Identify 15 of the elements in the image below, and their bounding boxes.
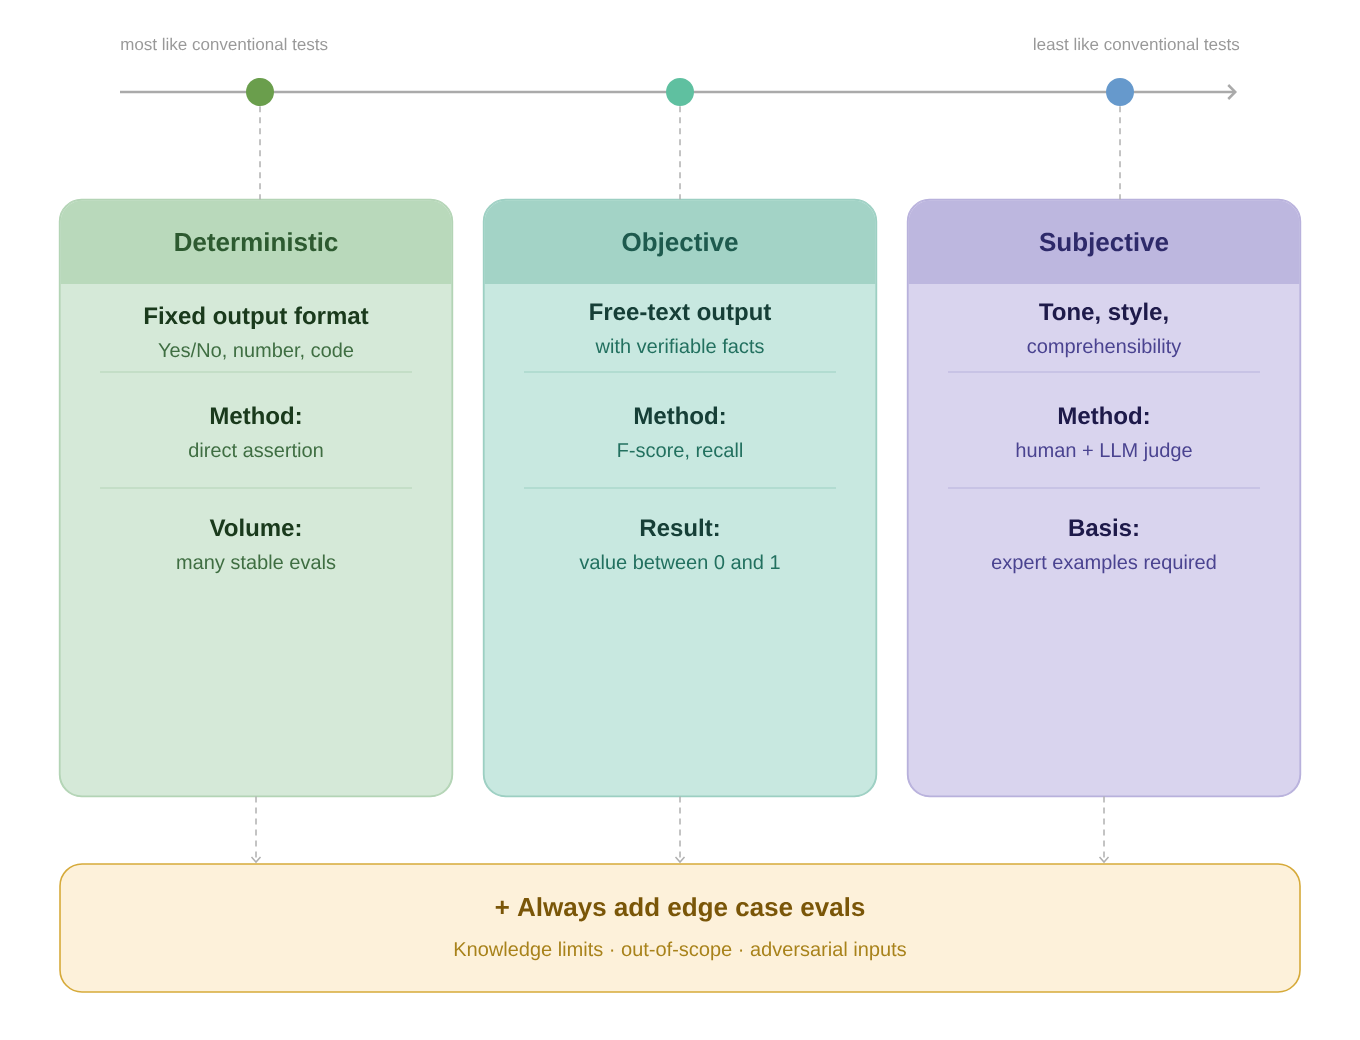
connector-line bbox=[1119, 105, 1121, 201]
category-card: Deterministic Fixed output format Yes/No, number, code Method: direct assertion Volume: many stable evals bbox=[58, 198, 454, 798]
connector-line bbox=[1098, 795, 1110, 864]
connector-line bbox=[674, 795, 686, 864]
timeline-dot bbox=[666, 78, 694, 106]
timeline-dot bbox=[1106, 78, 1134, 106]
connector-line bbox=[259, 105, 261, 201]
axis-label: least like conventional tests bbox=[1034, 37, 1240, 51]
category-card: Objective Free-text output with verifiable facts Method: F-score, recall Result: value between 0 and 1 bbox=[482, 198, 878, 798]
axis-label: most like conventional tests bbox=[121, 37, 328, 51]
connector-line bbox=[679, 105, 681, 201]
note-box: + Always add edge case evals Knowledge limits · out-of-scope · adversarial inputs bbox=[59, 863, 1301, 993]
connector-line bbox=[250, 795, 262, 864]
category-card: Subjective Tone, style, comprehensibility Method: human + LLM judge Basis: expert examples required bbox=[906, 198, 1302, 798]
timeline-dot bbox=[246, 78, 274, 106]
